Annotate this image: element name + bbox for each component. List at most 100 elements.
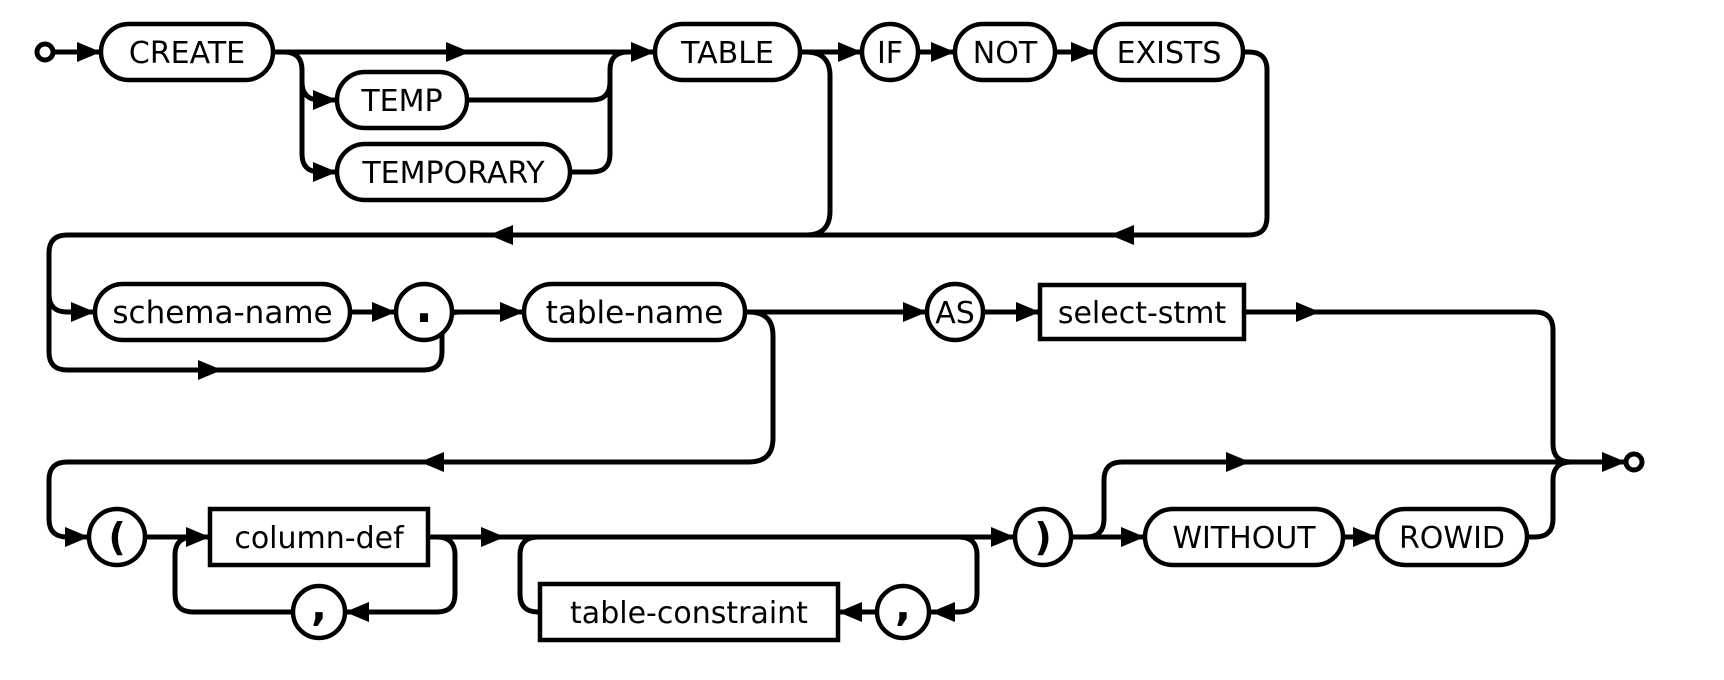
connector-line <box>467 81 613 103</box>
select-stmt-box[interactable] <box>1037 282 1247 342</box>
if-bubble <box>859 21 921 83</box>
node-without: WITHOUT <box>1142 506 1346 568</box>
node-table-constraint[interactable]: table-constraint <box>537 581 841 643</box>
arrowhead-icon <box>313 162 337 182</box>
node-table-name: table-name <box>521 281 748 343</box>
arrowhead-icon <box>1353 527 1377 547</box>
exists-label: EXISTS <box>1117 36 1222 71</box>
comma1-bubble <box>290 583 348 641</box>
connector-line <box>172 534 293 615</box>
arrowhead-icon <box>77 42 101 62</box>
schema-name-label: schema-name <box>112 295 332 331</box>
connector-line <box>931 534 980 615</box>
arrowhead-icon <box>313 90 337 110</box>
column-def-box[interactable] <box>207 506 431 568</box>
temp-bubble <box>334 69 470 131</box>
temp-label: TEMP <box>360 84 442 119</box>
node-not: NOT <box>952 21 1058 83</box>
not-bubble <box>952 21 1058 83</box>
connector-line <box>748 309 776 465</box>
without-label: WITHOUT <box>1172 521 1316 556</box>
node-comma1: , <box>290 581 348 641</box>
dot-label: . <box>415 279 432 333</box>
node-create: CREATE <box>98 21 276 83</box>
connector-line <box>283 49 337 103</box>
arrowhead-icon <box>186 527 210 547</box>
node-comma2: , <box>874 581 932 641</box>
arrowhead-icon <box>1121 527 1145 547</box>
arrowhead-icon <box>838 602 862 622</box>
node-dot: . <box>393 279 455 343</box>
node-lparen: ( <box>86 506 148 568</box>
without-bubble <box>1142 506 1346 568</box>
connector-line <box>299 76 337 175</box>
comma1-label: , <box>311 581 327 630</box>
rparen-bubble <box>1012 506 1074 568</box>
node-schema-name: schema-name <box>92 281 353 343</box>
node-select-stmt[interactable]: select-stmt <box>1037 282 1247 342</box>
rowid-bubble <box>1374 506 1530 568</box>
connector-line <box>46 293 95 315</box>
connector-line <box>1527 459 1572 540</box>
arrowhead-icon <box>1110 225 1134 245</box>
arrowhead-icon <box>500 302 524 322</box>
connector-line <box>517 534 540 615</box>
as-bubble <box>924 281 986 343</box>
arrowhead-icon <box>1296 302 1320 322</box>
node-as: AS <box>924 281 986 343</box>
rowid-label: ROWID <box>1399 521 1505 556</box>
end-terminal-icon <box>1623 451 1645 473</box>
comma2-label: , <box>895 581 911 630</box>
start-terminal-icon <box>34 41 56 63</box>
node-table: TABLE <box>652 21 803 83</box>
arrowhead-icon <box>446 42 470 62</box>
create-bubble <box>98 21 276 83</box>
arrowhead-icon <box>991 527 1015 547</box>
arrowhead-icon <box>1602 452 1626 472</box>
lparen-label: ( <box>108 515 125 559</box>
arrowhead-icon <box>489 225 513 245</box>
arrowhead-icon <box>65 527 89 547</box>
schema-name-bubble <box>92 281 353 343</box>
arrowhead-icon <box>481 527 505 547</box>
column-def-label: column-def <box>234 521 405 556</box>
lparen-bubble <box>86 506 148 568</box>
table-label: TABLE <box>680 36 774 71</box>
table-name-bubble <box>521 281 748 343</box>
node-column-def[interactable]: column-def <box>207 506 431 568</box>
not-label: NOT <box>973 36 1038 71</box>
arrowhead-icon <box>631 42 655 62</box>
node-rowid: ROWID <box>1374 506 1530 568</box>
arrowhead-icon <box>931 602 955 622</box>
node-temp: TEMP <box>334 69 470 131</box>
arrowhead-icon <box>903 302 927 322</box>
arrowhead-icon <box>420 452 444 472</box>
arrowhead-icon <box>838 42 862 62</box>
as-label: AS <box>935 296 975 331</box>
node-exists: EXISTS <box>1092 21 1246 83</box>
temporary-label: TEMPORARY <box>361 156 545 191</box>
table-bubble <box>652 21 803 83</box>
connector-line <box>830 49 1270 238</box>
arrowhead-icon <box>345 602 369 622</box>
connector-line <box>805 49 833 238</box>
connector-line <box>46 459 749 540</box>
arrowhead-icon <box>198 360 222 380</box>
temporary-bubble <box>334 141 573 203</box>
node-temporary: TEMPORARY <box>334 141 573 203</box>
exists-bubble <box>1092 21 1246 83</box>
table-constraint-label: table-constraint <box>570 596 808 631</box>
connector-line <box>1085 459 1626 540</box>
connector-line <box>345 534 458 615</box>
dot-bubble <box>393 281 455 343</box>
table-constraint-box[interactable] <box>537 581 841 643</box>
arrowhead-icon <box>71 302 95 322</box>
arrowhead-icon <box>1016 302 1040 322</box>
node-if: IF <box>859 21 921 83</box>
select-stmt-label: select-stmt <box>1058 296 1227 331</box>
arrowhead-icon <box>1226 452 1250 472</box>
comma2-bubble <box>874 583 932 641</box>
if-label: IF <box>877 36 903 71</box>
